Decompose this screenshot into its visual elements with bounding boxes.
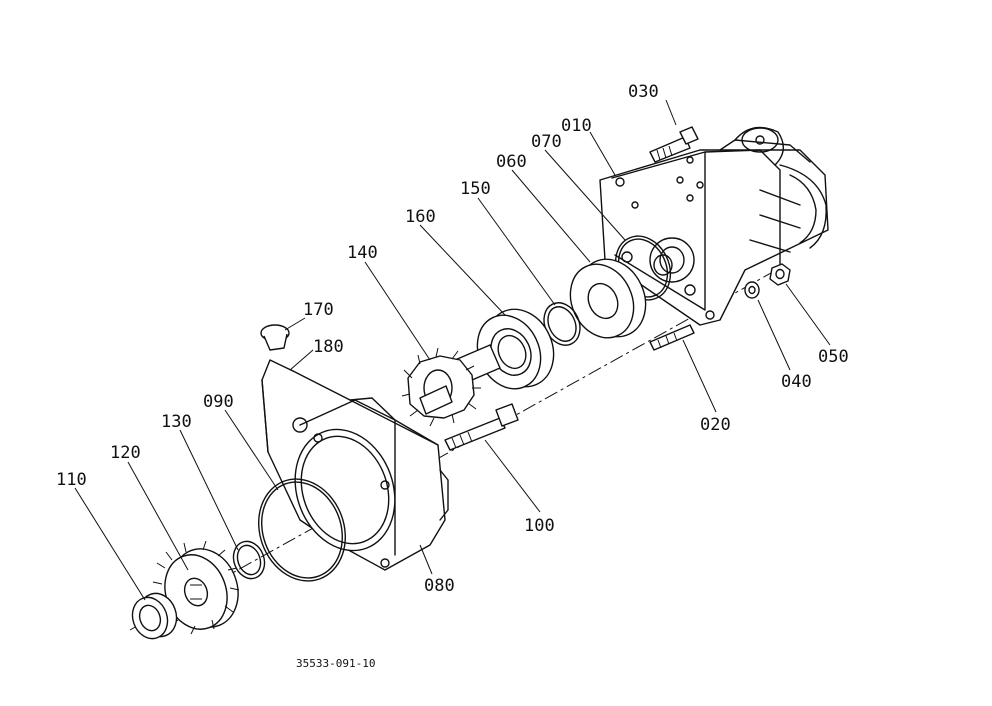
callout-160: 160	[405, 207, 436, 227]
callout-180: 180	[313, 337, 344, 357]
callout-140: 140	[347, 243, 378, 263]
stud-020	[649, 324, 695, 351]
bushing-110	[131, 592, 178, 640]
plug-170	[260, 324, 290, 351]
bolt-030	[649, 126, 699, 163]
o-ring-090	[258, 478, 346, 582]
callout-070: 070	[531, 132, 562, 152]
nut-050	[769, 263, 791, 286]
seal-holder-060	[569, 258, 647, 339]
drawing-code: 35533-091-10	[296, 657, 375, 670]
axis-centerline	[129, 267, 781, 631]
callout-150: 150	[460, 179, 491, 199]
callout-110: 110	[56, 470, 87, 490]
callout-130: 130	[161, 412, 192, 432]
callout-120: 120	[110, 443, 141, 463]
gear-shaft-140	[401, 344, 501, 427]
callout-060: 060	[496, 152, 527, 172]
gear-120	[152, 540, 240, 635]
callout-080: 080	[424, 576, 455, 596]
callout-050: 050	[818, 347, 849, 367]
callout-040: 040	[781, 372, 812, 392]
snap-ring-130	[232, 540, 266, 580]
callout-010: 010	[561, 116, 592, 136]
callout-100: 100	[524, 516, 555, 536]
callout-030: 030	[628, 82, 659, 102]
gear-case-080	[261, 359, 449, 571]
callout-170: 170	[303, 300, 334, 320]
callout-020: 020	[700, 415, 731, 435]
leader-lines	[74, 99, 831, 601]
bolt-100	[444, 403, 519, 451]
washer-040	[744, 281, 760, 299]
pump-body	[599, 126, 829, 326]
callout-090: 090	[203, 392, 234, 412]
